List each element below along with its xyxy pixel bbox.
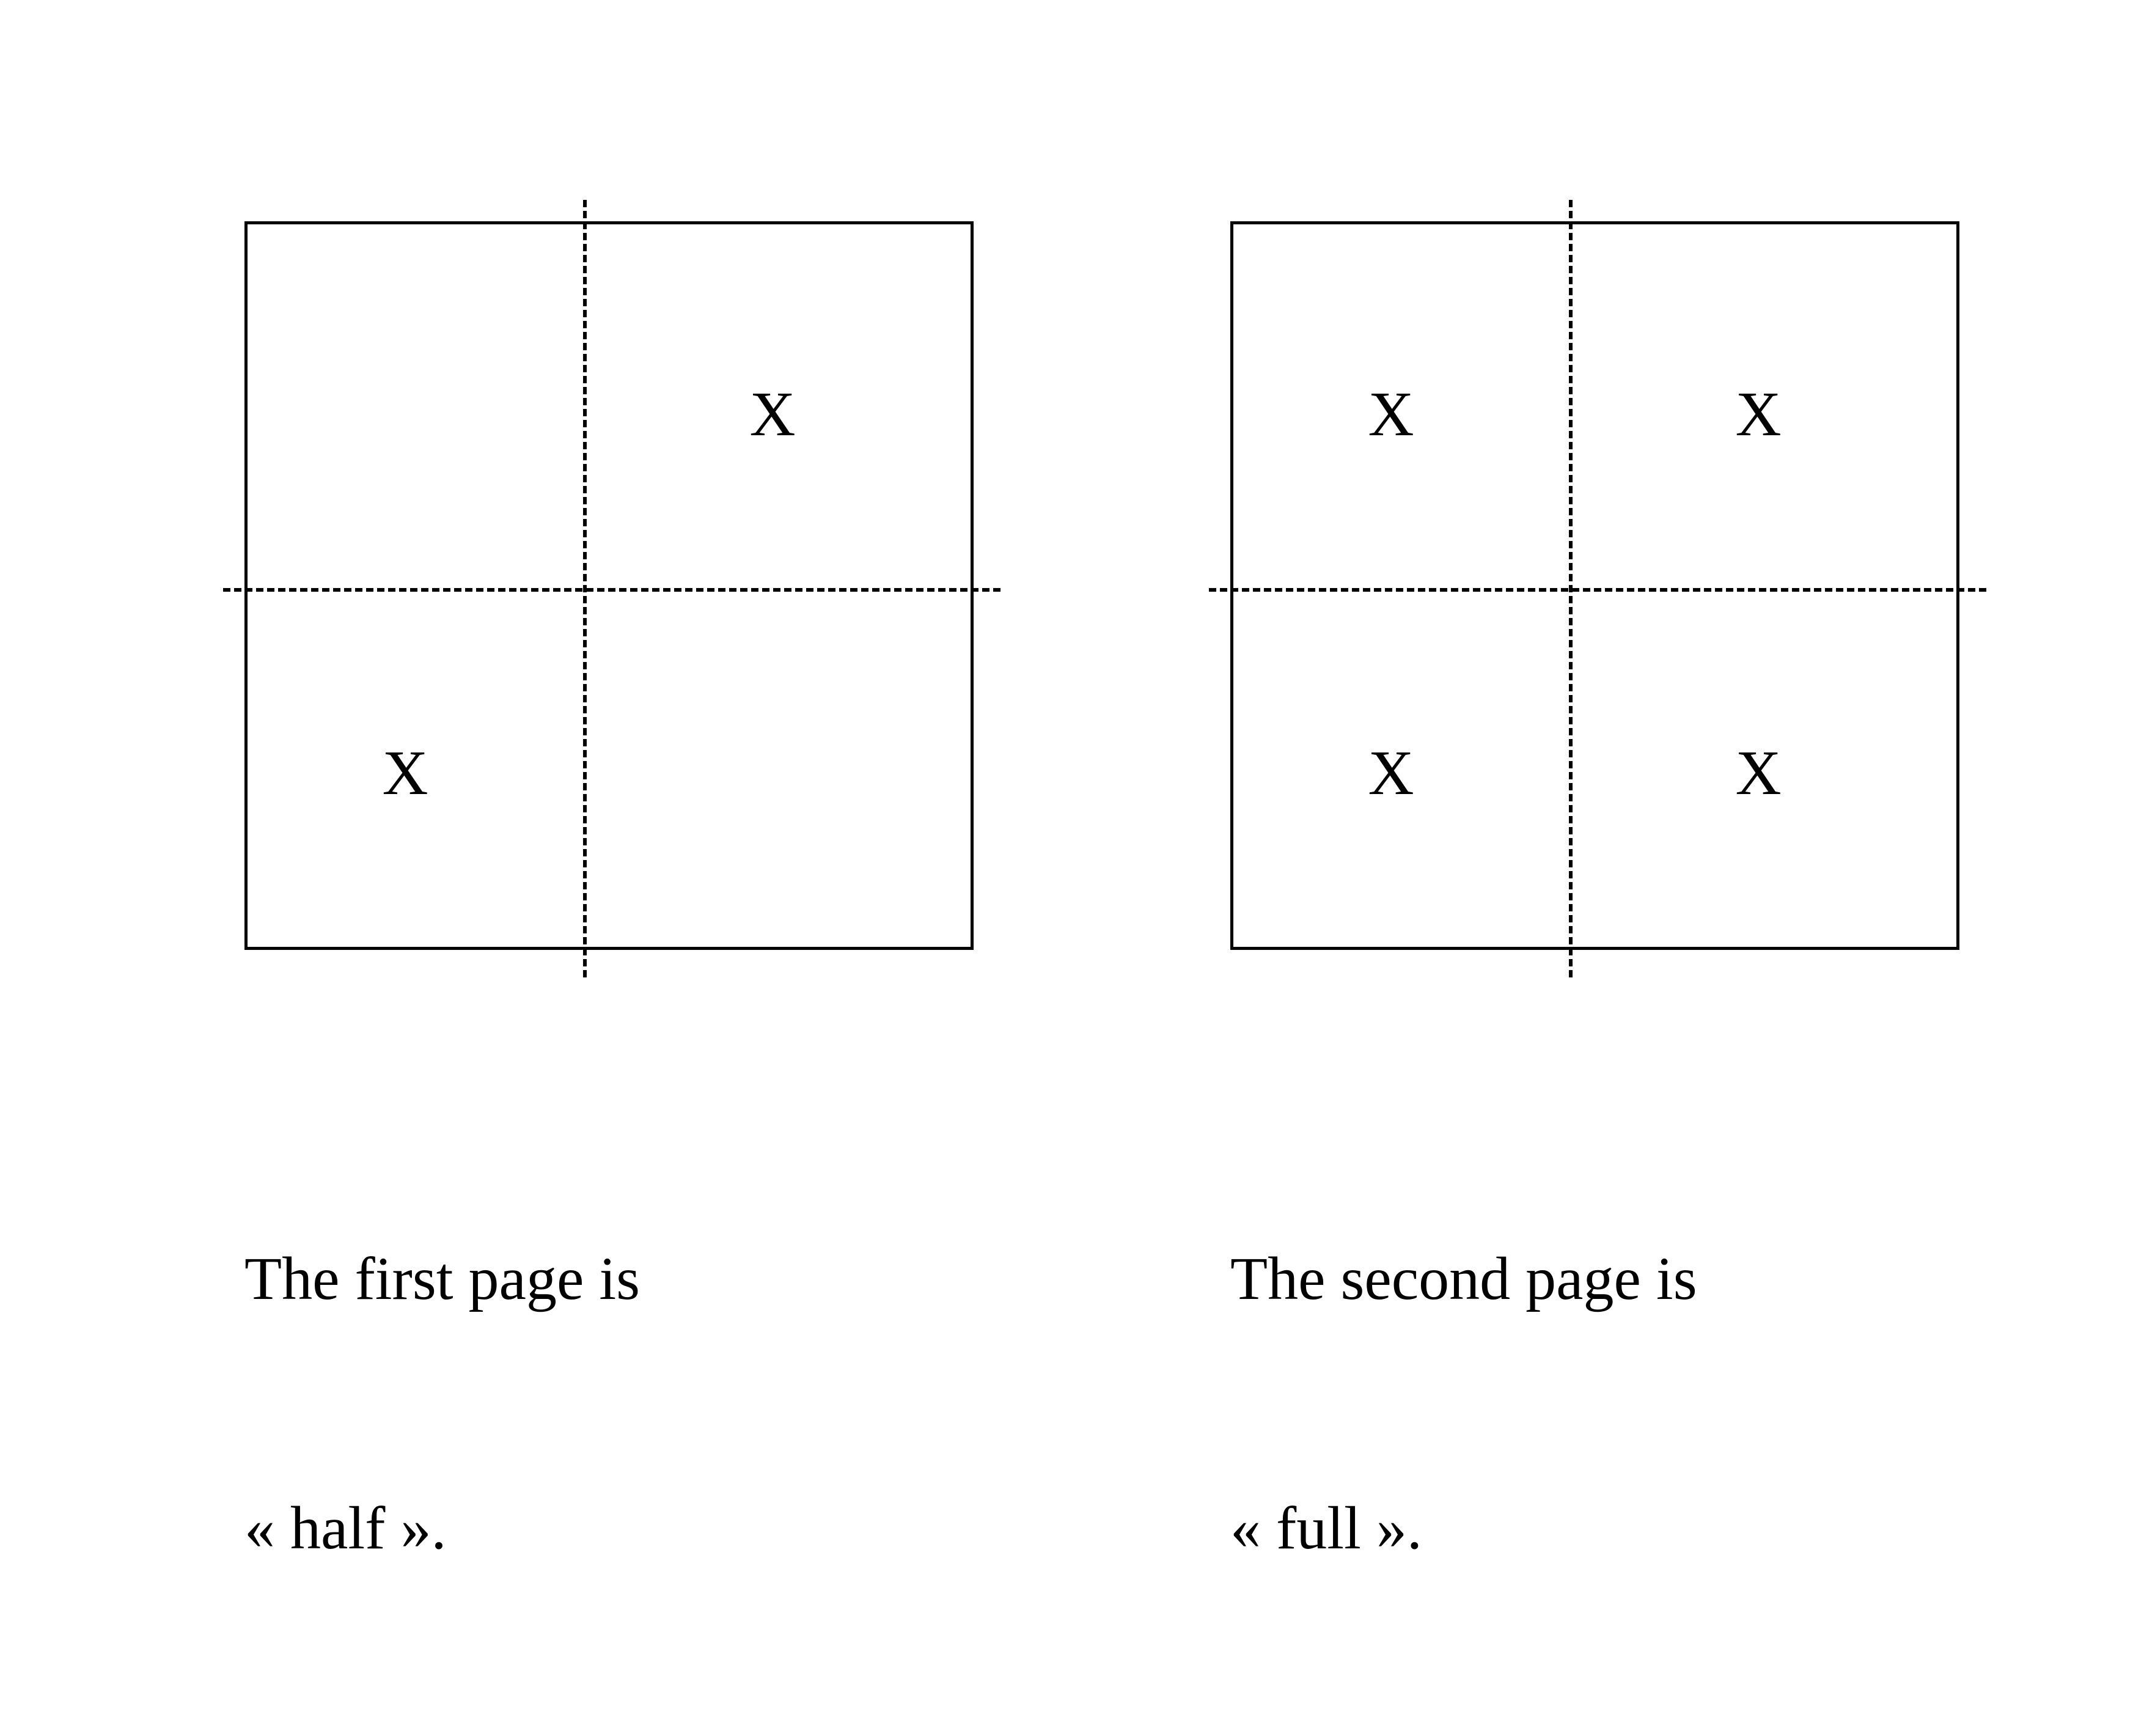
- caption-second-page: The second page is « full ».: [1230, 1071, 2086, 1736]
- quadrant-mark-top-left: X: [1368, 379, 1414, 449]
- vertical-fold-line-icon: [583, 200, 587, 977]
- quadrant-mark-bottom-right: X: [1735, 738, 1782, 808]
- quadrant-mark-bottom-left: X: [382, 738, 428, 808]
- diagram-canvas: X X The first page is « half ». X X X X …: [223, 200, 1986, 1562]
- sheet-outline-second-page: X X X X: [1209, 200, 1986, 977]
- diagram-first-page: X X The first page is « half ».: [223, 200, 1000, 1562]
- horizontal-fold-line-icon: [1209, 588, 1986, 592]
- sheet-outline-first-page: X X: [223, 200, 1000, 977]
- diagram-second-page: X X X X The second page is « full ».: [1209, 200, 1986, 1562]
- caption-line-1: The second page is: [1230, 1245, 1697, 1312]
- caption-line-2: « full ».: [1230, 1494, 1422, 1562]
- caption-line-2: « half ».: [244, 1494, 447, 1562]
- caption-first-page: The first page is « half ».: [244, 1071, 1100, 1736]
- fold-guides-first-page: [220, 197, 1004, 980]
- vertical-fold-line-icon: [1569, 200, 1573, 977]
- fold-guides-second-page: [1206, 197, 1990, 980]
- horizontal-fold-line-icon: [223, 588, 1000, 592]
- caption-line-1: The first page is: [244, 1245, 641, 1312]
- quadrant-mark-top-right: X: [1735, 379, 1782, 449]
- quadrant-mark-top-right: X: [749, 379, 796, 449]
- quadrant-mark-bottom-left: X: [1368, 738, 1414, 808]
